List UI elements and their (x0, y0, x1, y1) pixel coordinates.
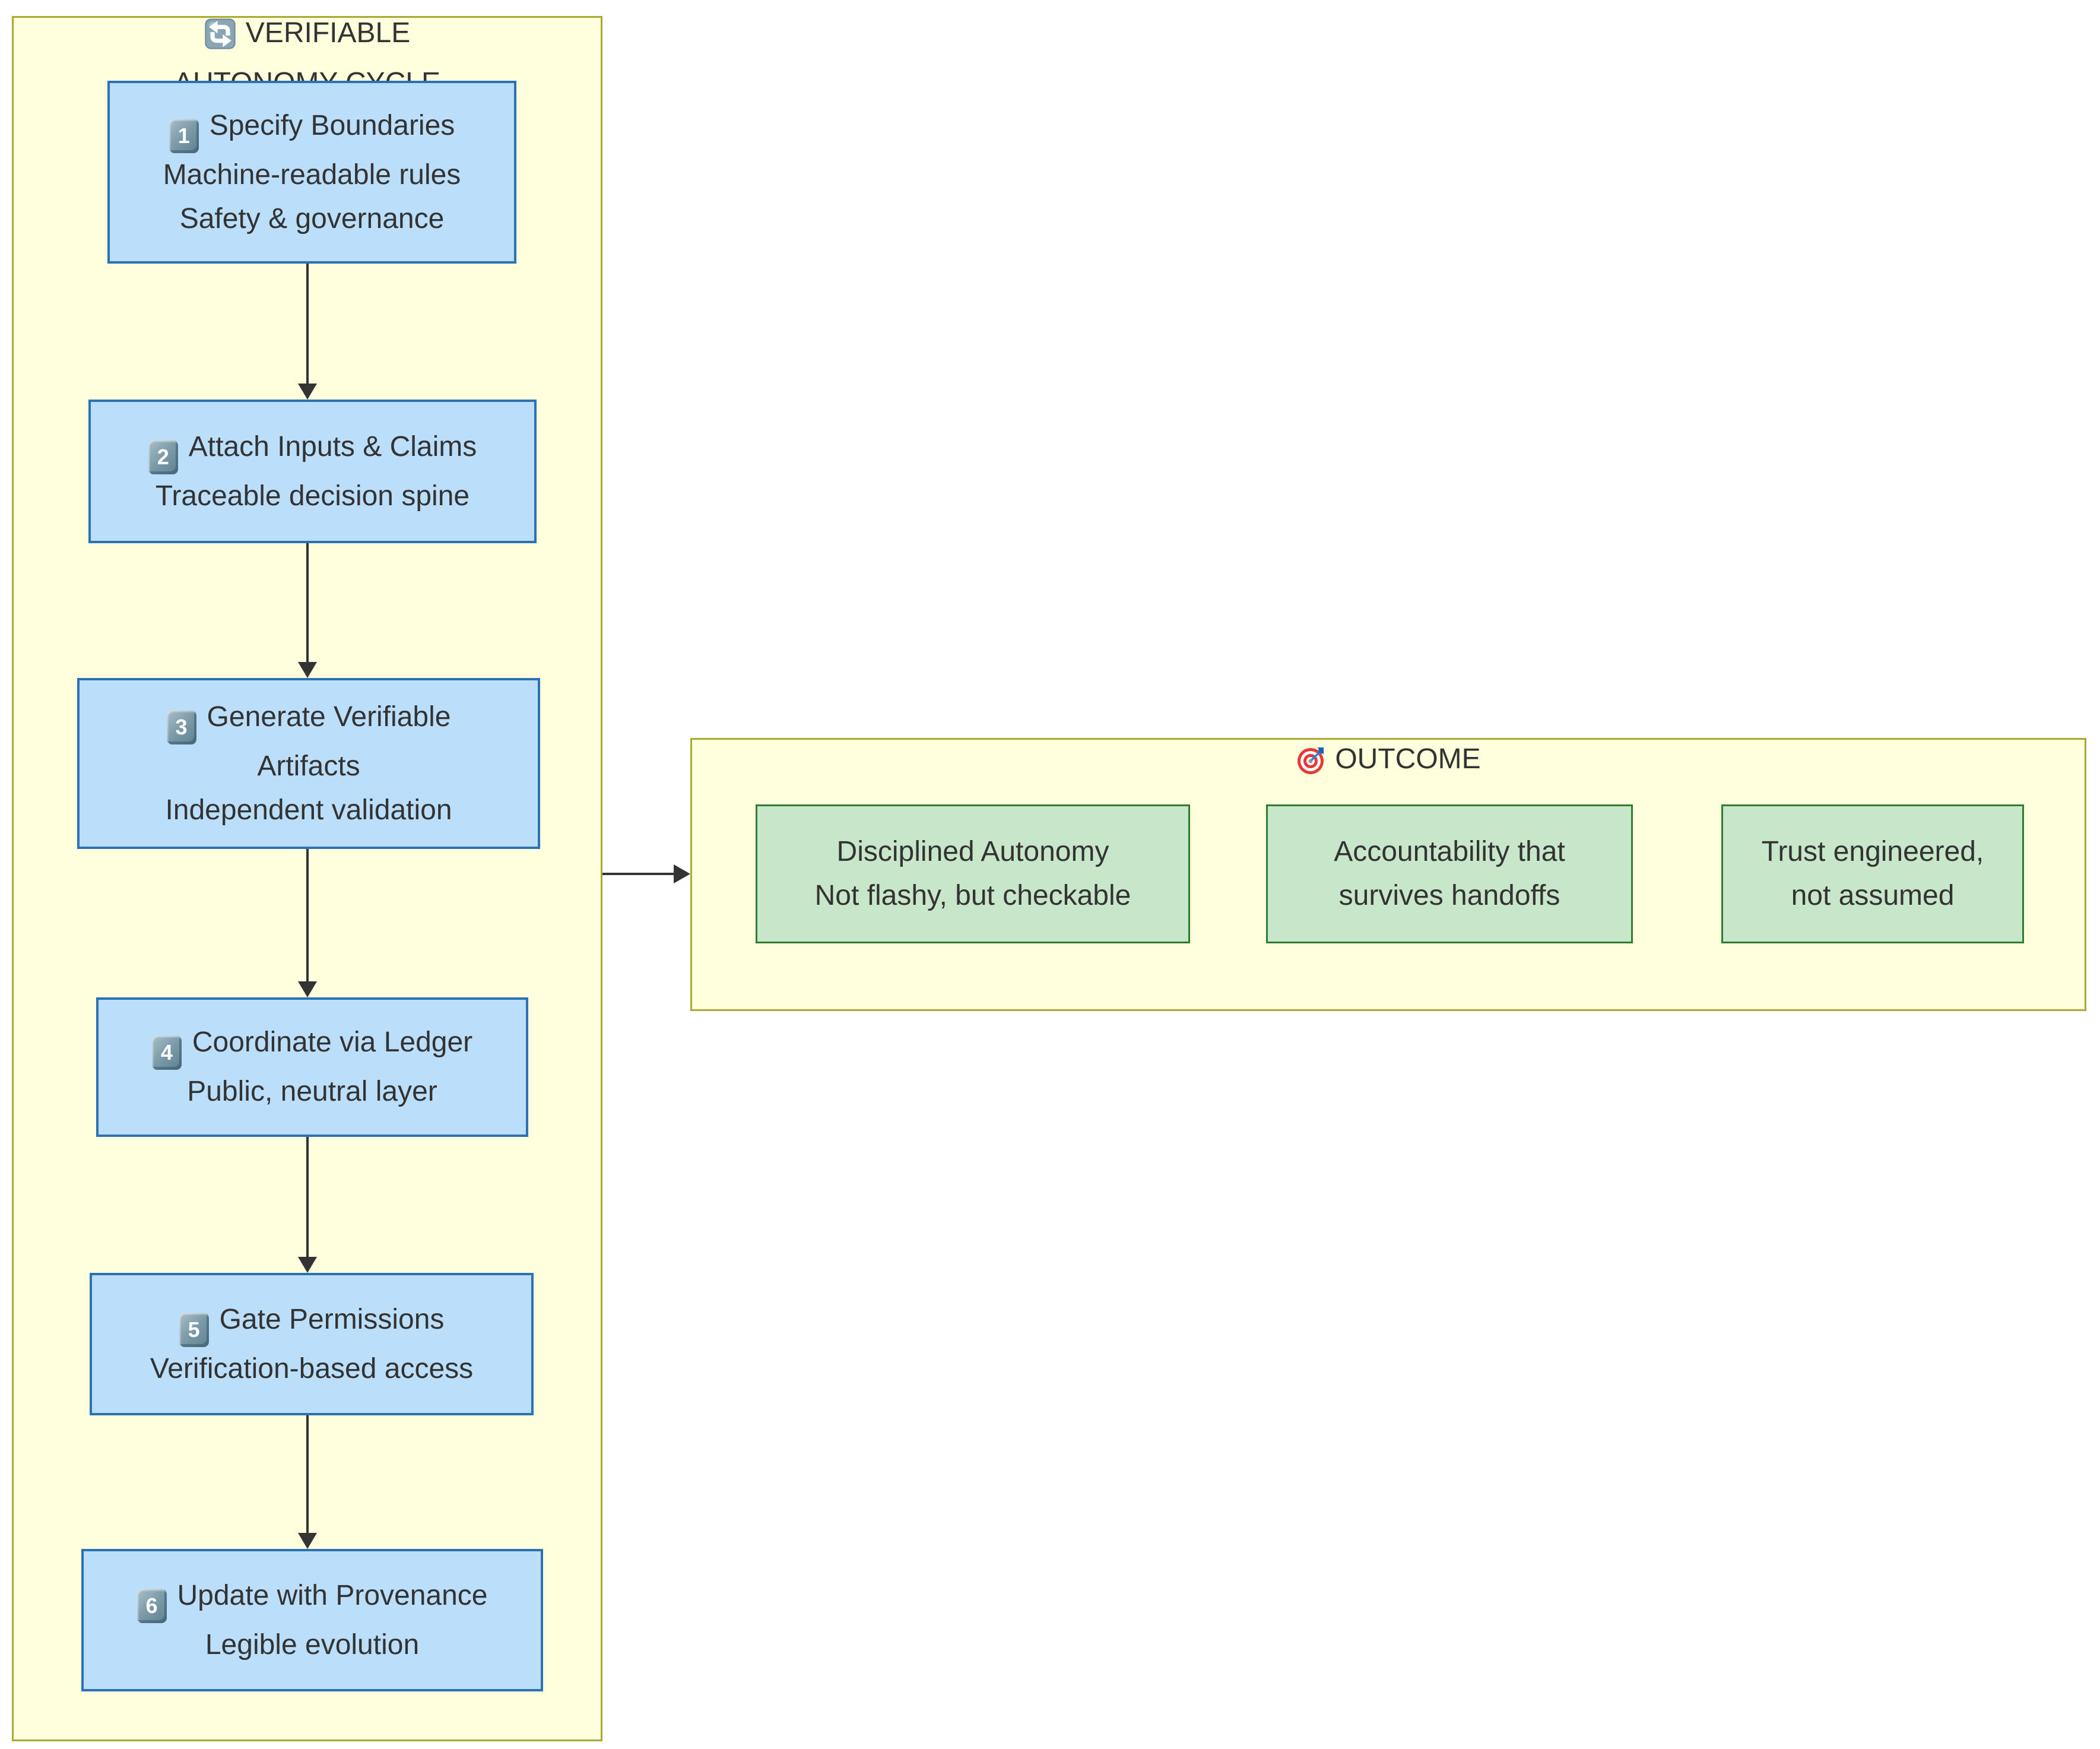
outcome-node-accountability: Accountability that survives handoffs (1266, 804, 1633, 943)
step-title: Update with Provenance (177, 1579, 488, 1611)
arrowhead-icon (298, 981, 317, 997)
edge-step2-step3 (306, 543, 309, 663)
cycle-arrows-icon (204, 18, 236, 62)
edge-step5-step6 (306, 1415, 309, 1533)
arrowhead-icon (298, 662, 317, 678)
step-title-wrap: Artifacts (257, 750, 360, 782)
step-node-update-with-provenance: 6 Update with Provenance Legible evolutio… (81, 1549, 543, 1691)
outcome-node-disciplined-autonomy: Disciplined Autonomy Not flashy, but che… (756, 804, 1190, 943)
step-title: Generate Verifiable (207, 701, 451, 733)
step-node-generate-verifiable-artifacts: 3 Generate Verifiable Artifacts Independe… (77, 678, 540, 849)
outcome-subgraph-title: OUTCOME (690, 738, 2086, 788)
arrowhead-icon (298, 1257, 317, 1273)
target-icon (1296, 745, 1325, 788)
keycap-2-icon: 2 (148, 439, 178, 474)
step-title: Coordinate via Ledger (192, 1026, 473, 1058)
outcome-line: Disciplined Autonomy (836, 836, 1109, 867)
step-node-attach-inputs-claims: 2 Attach Inputs & Claims Traceable decisi… (88, 400, 537, 543)
step-title: Gate Permissions (219, 1303, 445, 1335)
outcome-node-trust-engineered: Trust engineered, not assumed (1721, 804, 2024, 943)
step-subtitle: Independent validation (165, 794, 452, 826)
step-subtitle: Safety & governance (179, 202, 445, 235)
arrowhead-icon (298, 1533, 317, 1549)
step-subtitle: Machine-readable rules (163, 159, 461, 191)
outcome-line: Trust engineered, (1761, 836, 1984, 867)
step-subtitle: Legible evolution (205, 1628, 420, 1661)
outcome-line: Not flashy, but checkable (814, 880, 1131, 911)
edge-step3-step4 (306, 849, 309, 982)
edge-step1-step2 (306, 264, 309, 384)
keycap-6-icon: 6 (137, 1588, 167, 1623)
step-node-gate-permissions: 5 Gate Permissions Verification-based acc… (90, 1273, 534, 1415)
step-subtitle: Public, neutral layer (187, 1076, 437, 1107)
cycle-title-line1: VERIFIABLE (12, 12, 602, 62)
step-title: Attach Inputs & Claims (188, 430, 477, 462)
arrowhead-icon (674, 864, 690, 883)
edge-cycle-outcome (602, 873, 674, 875)
edge-step4-step5 (306, 1137, 309, 1257)
keycap-3-icon: 3 (166, 709, 196, 744)
outcome-line: survives handoffs (1338, 880, 1560, 911)
outcome-line: Accountability that (1334, 836, 1565, 867)
step-node-specify-boundaries: 1 Specify Boundaries Machine-readable rul… (107, 81, 516, 264)
step-subtitle: Verification-based access (150, 1352, 474, 1384)
keycap-5-icon: 5 (179, 1312, 209, 1347)
keycap-1-icon: 1 (169, 118, 199, 153)
step-subtitle: Traceable decision spine (155, 480, 470, 512)
step-node-coordinate-via-ledger: 4 Coordinate via Ledger Public, neutral l… (96, 997, 528, 1137)
step-title: Specify Boundaries (209, 109, 455, 141)
outcome-line: not assumed (1791, 880, 1955, 911)
arrowhead-icon (298, 384, 317, 400)
keycap-4-icon: 4 (151, 1035, 182, 1070)
